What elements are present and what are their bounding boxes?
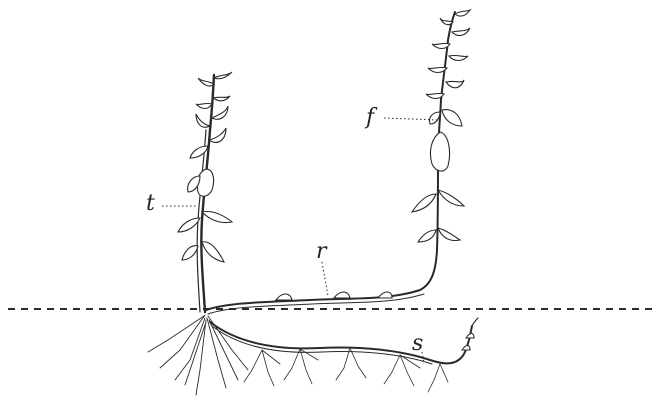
left-stem — [178, 72, 232, 312]
label-f: f — [364, 105, 378, 130]
runner-stolon — [206, 100, 441, 314]
label-r: r — [316, 239, 328, 264]
label-s: s — [412, 331, 423, 356]
right-stem — [412, 10, 470, 242]
leader-r — [322, 262, 328, 296]
label-t: t — [146, 191, 155, 216]
underground-stolon — [148, 315, 478, 395]
